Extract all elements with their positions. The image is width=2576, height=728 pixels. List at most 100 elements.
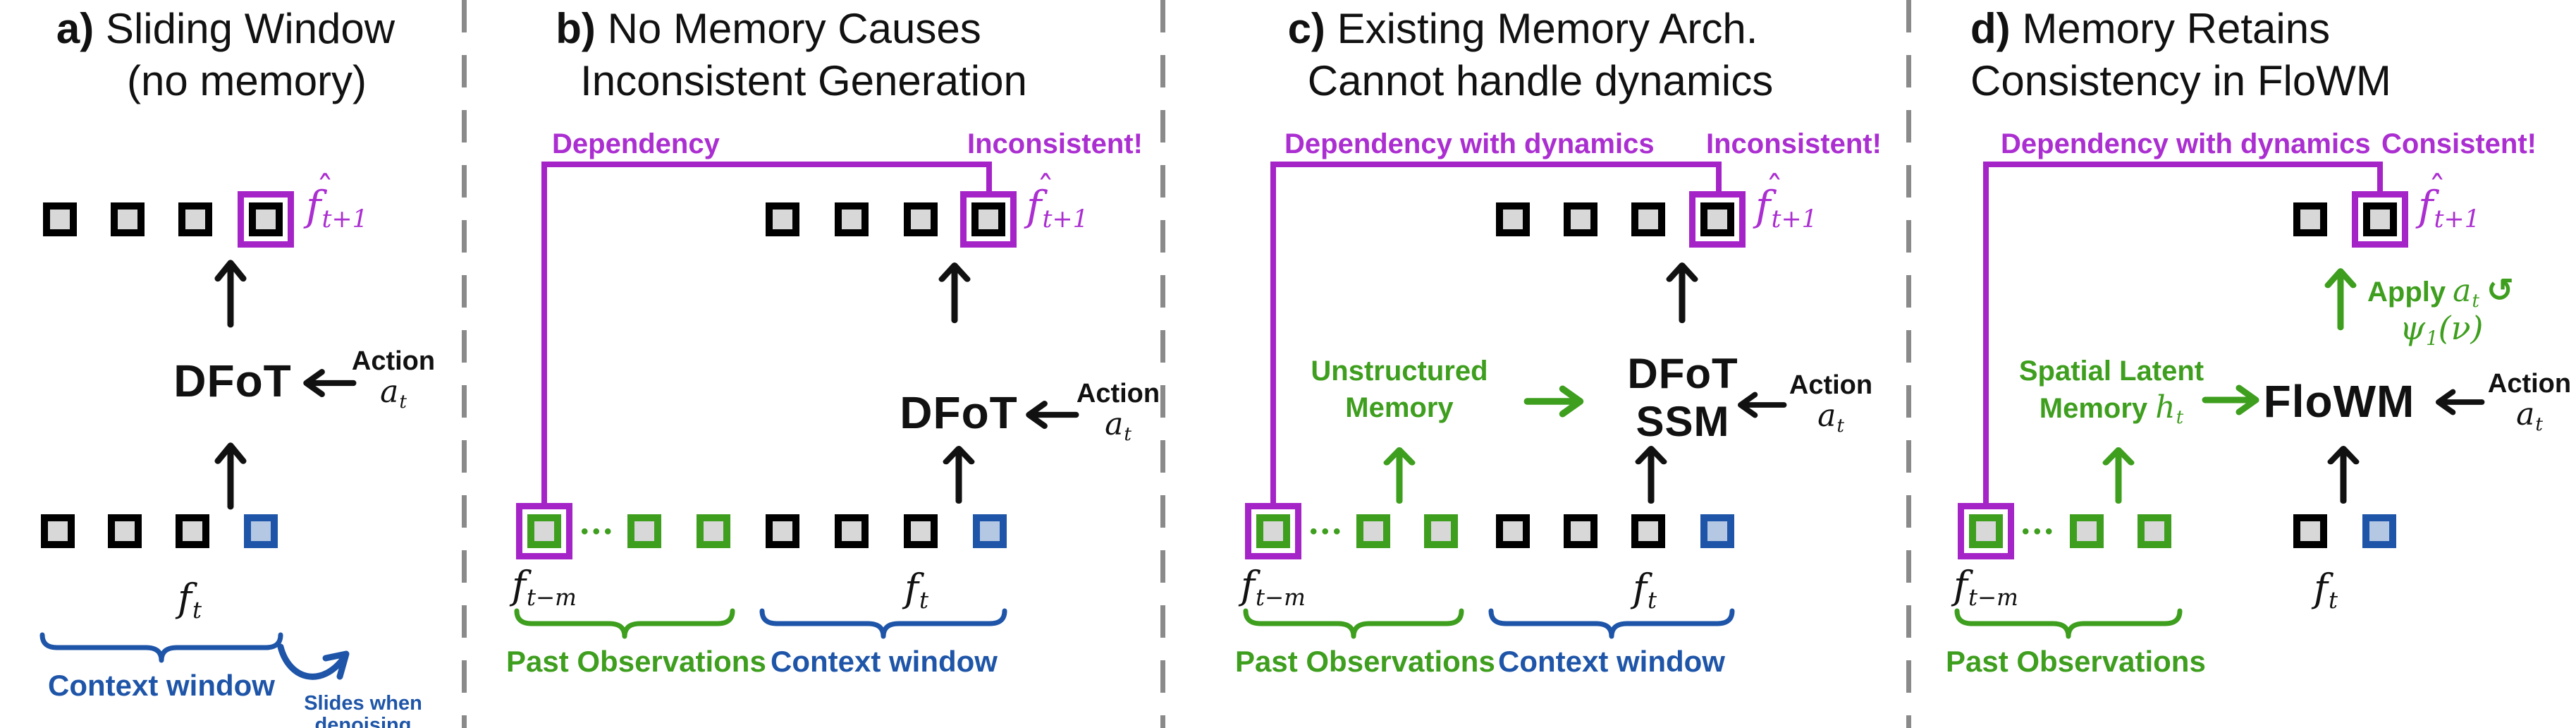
action-label: Action: [1076, 379, 1160, 408]
frame-square: [1496, 202, 1530, 236]
action-label: Action: [2487, 369, 2572, 399]
current-frame-square: [1700, 514, 1734, 548]
frame-square: [766, 202, 799, 236]
memory-frame-square: [697, 514, 730, 548]
right-arrow-icon: [1523, 385, 1584, 418]
action-symbol: at: [2516, 396, 2543, 435]
ellipsis-icon: •••: [1310, 520, 1345, 543]
up-arrow-icon: [2324, 268, 2357, 331]
frame-square: [835, 202, 869, 236]
past-observations-brace: [1243, 608, 1464, 639]
panel-b-title-line2: Inconsistent Generation: [580, 57, 1027, 104]
dependency-label: Dependency with dynamics: [2001, 128, 2371, 159]
left-arrow-icon: [2436, 389, 2485, 415]
dependency-line-vertical: [541, 162, 547, 503]
up-arrow-icon: [1635, 446, 1667, 504]
frame-square: [1564, 202, 1597, 236]
dependency-line-drop: [986, 167, 992, 193]
past-frame-highlight: [1958, 503, 2014, 559]
inconsistent-label: Inconsistent!: [967, 128, 1143, 159]
right-arrow-icon: [2202, 384, 2259, 415]
frame-square: [1631, 514, 1665, 548]
panel-b-title-prefix: b): [556, 5, 596, 52]
past-frame-symbol: ft−m: [512, 563, 577, 611]
current-frame-square: [973, 514, 1007, 548]
inconsistent-label: Inconsistent!: [1706, 128, 1882, 159]
action-input: Action at: [1074, 380, 1162, 451]
loop-arrow-icon: ↺: [2486, 272, 2514, 308]
current-frame-symbol: ft: [904, 566, 929, 614]
flow-map-symbol: ψ1(ν): [2400, 309, 2484, 351]
dependency-line-vertical: [1270, 162, 1276, 503]
past-frame-symbol: ft−m: [1954, 563, 2018, 611]
memory-frame-square: [1356, 514, 1390, 548]
frame-square: [1700, 202, 1734, 236]
left-arrow-icon: [1738, 392, 1787, 418]
dependency-line-horizontal: [1270, 162, 1722, 167]
frame-square: [766, 514, 799, 548]
ellipsis-icon: •••: [2022, 520, 2057, 543]
past-frame-highlight: [516, 503, 572, 559]
panel-b-title-line1: b) No Memory Causes: [556, 5, 981, 52]
panel-separator-cd: [1906, 0, 1911, 728]
frame-square: [108, 514, 142, 548]
ellipsis-icon: •••: [581, 520, 616, 543]
frame-square: [41, 514, 75, 548]
action-label: Action: [351, 346, 436, 376]
predicted-frame-highlight: [1689, 191, 1746, 248]
frame-square: [2293, 202, 2327, 236]
spatial-latent-memory-label: Spatial Latent Memory ht: [2018, 356, 2204, 428]
panel-d-title-line2: Consistency in FloWM: [1970, 57, 2391, 104]
context-window-label: Context window: [48, 669, 275, 702]
predicted-frame-highlight: [2352, 191, 2408, 248]
left-arrow-icon: [1026, 401, 1079, 429]
memory-symbol: ht: [2155, 389, 2184, 428]
up-arrow-icon: [214, 442, 247, 510]
past-frame-highlight: [1245, 503, 1301, 559]
context-window-label: Context window: [771, 645, 998, 678]
panel-d-title-prefix: d): [1970, 5, 2011, 52]
action-symbol: at: [2453, 273, 2479, 312]
up-arrow-icon: [2327, 446, 2360, 504]
dependency-line-horizontal: [541, 162, 992, 167]
frame-square: [178, 202, 212, 236]
frame-square: [835, 514, 869, 548]
panel-a-title-line1: a) Sliding Window: [56, 5, 395, 52]
frame-square: [2293, 514, 2327, 548]
dependency-line-drop: [1716, 167, 1722, 193]
apply-action-note: Apply at ↺: [2367, 271, 2514, 312]
slide-curved-arrow-icon: [277, 643, 350, 680]
frame-square: [1631, 202, 1665, 236]
past-observations-brace: [514, 608, 735, 639]
frame-square: [1564, 514, 1597, 548]
dependency-line-drop: [2377, 167, 2383, 193]
memory-frame-square: [627, 514, 661, 548]
memory-frame-square: [527, 514, 561, 548]
past-observations-brace: [1954, 608, 2183, 639]
memory-frame-square: [1969, 514, 2003, 548]
panel-separator-ab: [462, 0, 467, 728]
memory-frame-square: [2070, 514, 2104, 548]
frame-square: [904, 514, 938, 548]
current-frame-square: [244, 514, 278, 548]
frame-square: [249, 202, 283, 236]
left-arrow-icon: [303, 369, 357, 397]
past-observations-label: Past Observations: [1946, 645, 2206, 678]
current-frame-symbol: ft: [2314, 566, 2338, 614]
panel-separator-bc: [1160, 0, 1165, 728]
up-arrow-icon: [214, 260, 247, 328]
current-frame-symbol: ft: [178, 576, 202, 624]
dependency-line-horizontal: [1983, 162, 2383, 167]
frame-square: [43, 202, 77, 236]
unstructured-memory-label: Unstructured Memory: [1311, 356, 1488, 423]
frame-square: [1496, 514, 1530, 548]
frame-square: [2363, 202, 2397, 236]
context-window-brace: [1488, 608, 1735, 639]
memory-frame-square: [1256, 514, 1290, 548]
panel-d-title-line1: d) Memory Retains: [1970, 5, 2331, 52]
model-name: DFoT: [173, 356, 292, 406]
